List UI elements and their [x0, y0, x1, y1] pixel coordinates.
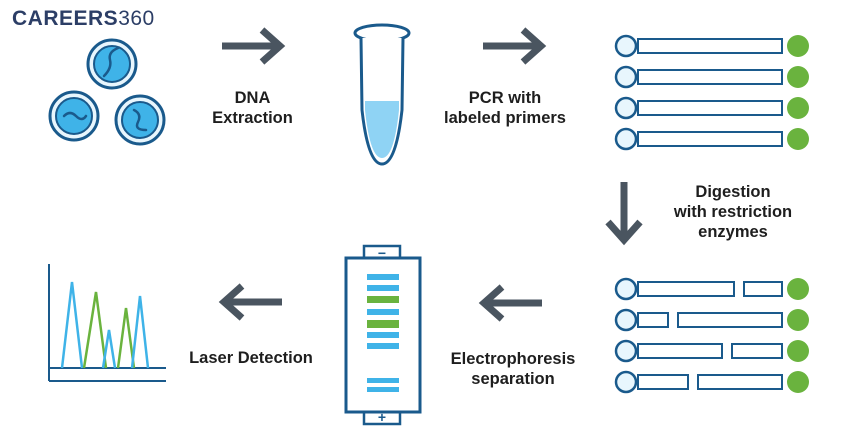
- step-label-pcr: PCR with labeled primers: [430, 88, 580, 128]
- left-arrow-icon: [478, 284, 542, 322]
- dna-strand: [614, 277, 809, 301]
- right-arrow-icon: [222, 27, 286, 65]
- label-line: Digestion: [695, 183, 771, 201]
- label-line: Extraction: [212, 109, 293, 127]
- label-line: separation: [471, 370, 555, 388]
- cells-icon: [48, 38, 166, 146]
- label-line: labeled primers: [444, 109, 566, 127]
- label-line: with restriction: [673, 203, 793, 221]
- dna-strand: [614, 65, 809, 89]
- label-line: DNA: [234, 89, 271, 107]
- digested-dna-fragments: [614, 277, 809, 394]
- test-tube-icon: [353, 23, 411, 166]
- left-arrow-icon: [218, 283, 282, 321]
- dna-strand: [614, 127, 809, 151]
- step-label-electrophoresis: Electrophoresis separation: [438, 349, 588, 389]
- electropherogram-icon: [48, 264, 166, 382]
- step-label-laser-detection: Laser Detection: [180, 348, 322, 368]
- label-line: enzymes: [698, 223, 768, 241]
- positive-electrode-sign: +: [378, 409, 386, 425]
- step-label-digestion: Digestion with restriction enzymes: [658, 182, 808, 242]
- careers360-logo: CAREERS360: [12, 7, 155, 31]
- logo-brand: CAREERS: [12, 7, 119, 30]
- label-line: Electrophoresis: [450, 350, 576, 368]
- right-arrow-icon: [483, 27, 547, 65]
- label-line: Laser Detection: [189, 349, 313, 367]
- dna-strand: [614, 339, 809, 363]
- gel-electrophoresis-icon: − +: [344, 244, 422, 426]
- down-arrow-icon: [605, 182, 643, 246]
- labeled-dna-fragments: [614, 34, 809, 151]
- dna-strand: [614, 308, 809, 332]
- logo-number: 360: [118, 7, 155, 30]
- dna-strand: [614, 34, 809, 58]
- label-line: PCR with: [468, 89, 542, 107]
- negative-electrode-sign: −: [378, 245, 386, 261]
- dna-strand: [614, 96, 809, 120]
- step-label-dna-extraction: DNA Extraction: [195, 88, 310, 128]
- dna-strand: [614, 370, 809, 394]
